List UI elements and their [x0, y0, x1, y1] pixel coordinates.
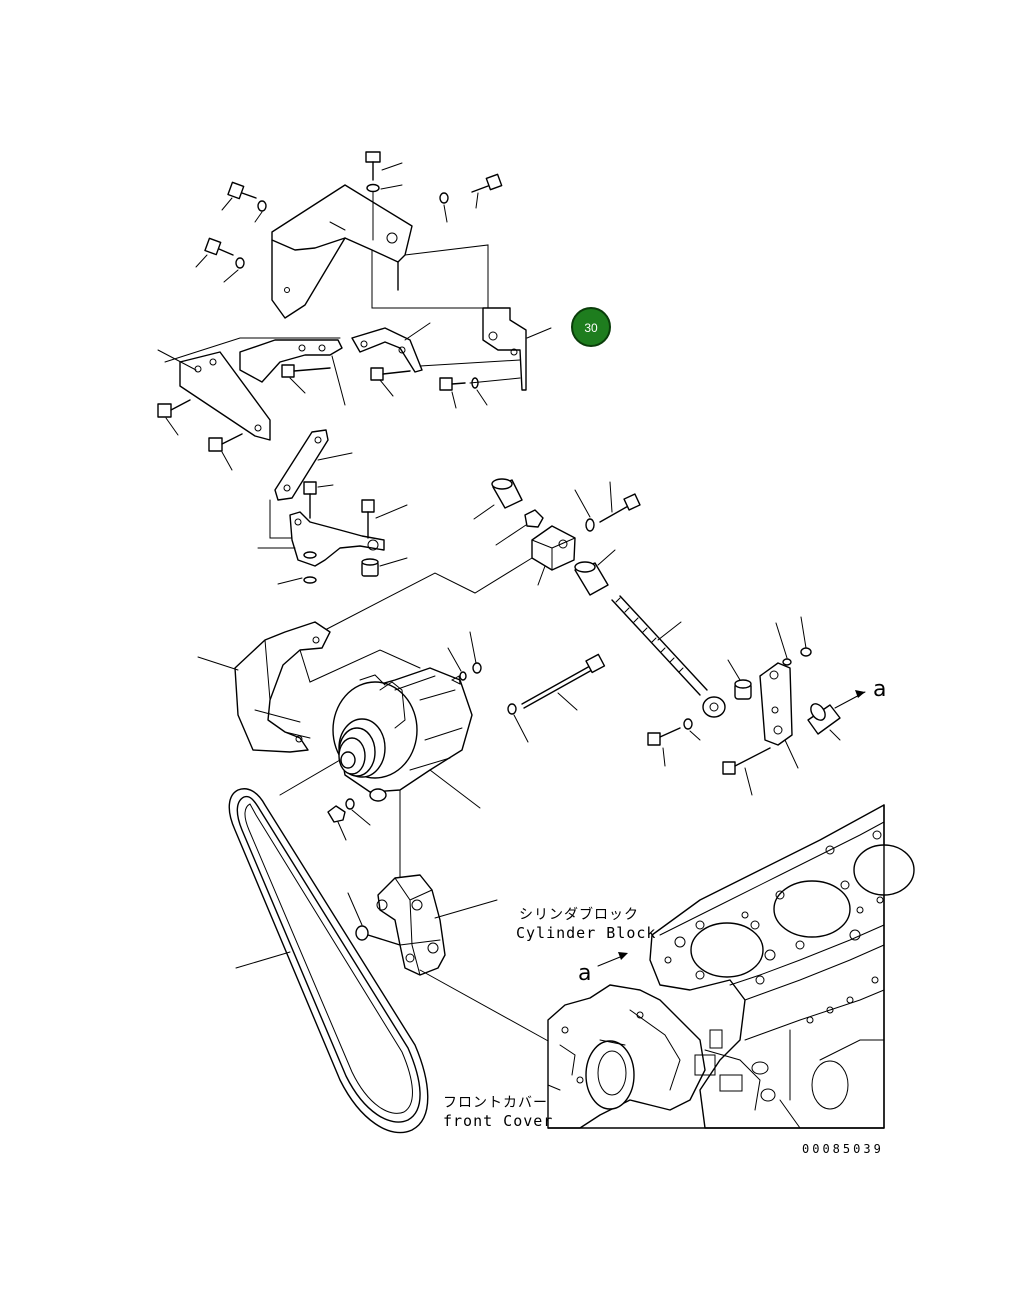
tensioner-group: a	[324, 478, 886, 796]
bolt-plate-1	[647, 718, 701, 767]
adjuster-block	[531, 525, 576, 586]
spacer-lower	[361, 557, 408, 577]
drawing-code: 00085039	[802, 1142, 884, 1156]
mount-bracket	[347, 874, 551, 1043]
bolt-mid-4	[370, 367, 411, 397]
sleeve-upper	[473, 478, 523, 520]
pulley-nut	[340, 751, 356, 769]
sleeve-right: a	[807, 677, 886, 741]
bushing	[727, 659, 752, 700]
bolt-top	[365, 151, 403, 241]
angled-bracket	[239, 339, 343, 383]
washer-lower	[303, 576, 317, 584]
washer-pair-right	[775, 616, 812, 666]
adjust-plate	[759, 662, 799, 769]
bolt-mid-3	[281, 364, 331, 394]
nut-small	[495, 509, 544, 546]
bolt-left-2	[195, 237, 245, 283]
bolt-mid-2	[208, 433, 243, 471]
adjusting-rod	[611, 595, 726, 718]
alternator-body	[279, 667, 481, 809]
diagonal-strip	[274, 429, 329, 501]
v-belt	[228, 788, 429, 1134]
cylinder-bore-2	[773, 880, 851, 938]
view-arrow-label-left: a	[578, 961, 591, 986]
front-cover-label-jp: フロントカバー	[443, 1095, 548, 1111]
bolt-lower-1	[303, 481, 334, 519]
view-arrow-label-right: a	[873, 677, 886, 702]
long-bolt-right	[574, 481, 641, 532]
deck-holes	[664, 830, 884, 985]
bolt-lower-2	[361, 499, 408, 539]
small-l-bracket	[351, 327, 423, 373]
through-bolt	[507, 653, 606, 743]
lower-bracket	[289, 511, 385, 567]
alternator-group	[197, 621, 606, 881]
side-bracket	[482, 307, 527, 391]
upper-bracket	[271, 184, 413, 263]
lower-bracket-group	[257, 481, 408, 585]
cylinder-block-label-jp: シリンダブロック	[519, 906, 639, 923]
front-cover-label-en: front Cover	[443, 1112, 553, 1130]
callout-badge[interactable]: 30	[571, 307, 611, 347]
mount-bolt	[347, 892, 401, 946]
upper-bracket-group	[195, 151, 552, 391]
long-strip-bracket	[179, 351, 271, 441]
alternator-shield	[197, 621, 421, 753]
terminal-washers	[447, 631, 482, 685]
bolt-left-1	[221, 181, 267, 223]
cylinder-bore-1	[690, 922, 764, 978]
bolt-plate-2	[722, 747, 771, 796]
bolt-right-1	[439, 173, 503, 223]
callout-number: 30	[584, 321, 598, 335]
nut-washer-lower	[327, 798, 371, 841]
view-arrow-left: a	[578, 952, 628, 986]
bolt-mid-1	[157, 399, 191, 436]
mid-bracket-group	[157, 322, 521, 501]
engine-block	[547, 804, 915, 1129]
cylinder-block-label-en: Cylinder Block	[516, 924, 656, 942]
sleeve-lower	[574, 549, 616, 596]
